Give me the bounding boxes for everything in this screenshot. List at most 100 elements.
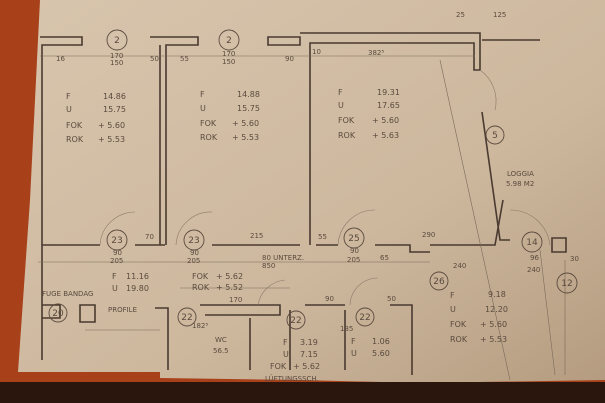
marker-22b: 22 — [286, 310, 306, 330]
plan-label: U — [66, 105, 72, 114]
plan-label: 14 — [526, 238, 538, 248]
plan-label: 90 — [190, 249, 199, 257]
plan-label: 170 — [110, 52, 123, 60]
plan-line — [257, 279, 286, 306]
plan-label: 56.5 — [213, 347, 229, 355]
plan-label: FOK — [450, 320, 467, 329]
plan-label: F — [66, 92, 71, 101]
plan-line — [40, 36, 83, 360]
plan-label: 205 — [347, 256, 360, 264]
plan-label: 14.86 — [103, 92, 126, 101]
plan-label: ROK — [450, 335, 468, 344]
marker-25: 25 — [343, 227, 365, 249]
wc-label: WC 56.5 — [213, 336, 229, 355]
plan-label: 382⁵ — [368, 49, 384, 57]
marker-circle — [106, 229, 128, 251]
plan-label: FOK — [66, 121, 83, 130]
plan-line — [337, 209, 376, 246]
notes: FUGE BANDAG PROFILE 80 UNTERZ. — [42, 254, 304, 314]
plan-label: F — [283, 338, 288, 347]
plan-label: 23 — [188, 236, 199, 246]
plan-label: 96 — [530, 254, 539, 262]
plan-label: ROK — [200, 133, 218, 142]
plan-label: 19.80 — [126, 284, 149, 293]
marker-circle — [218, 29, 240, 51]
plan-label: 20 — [52, 309, 64, 319]
walls — [38, 32, 567, 381]
plan-label: + 5.62 — [216, 272, 243, 281]
marker-circle — [343, 227, 365, 249]
plan-label: U — [338, 101, 344, 110]
plan-line — [42, 244, 430, 253]
plan-label: ROK — [66, 135, 84, 144]
plan-label: F — [112, 272, 117, 281]
marker-circle — [355, 307, 375, 327]
paper-sheet — [18, 0, 605, 383]
plan-label: 215 — [250, 232, 263, 240]
plan-label: 12.20 — [485, 305, 508, 314]
plan-label: 5.60 — [372, 349, 390, 358]
plan-label: 80 UNTERZ. — [262, 254, 304, 262]
plan-line — [479, 69, 497, 111]
plan-label: 5.98 M2 — [506, 180, 534, 188]
marker-circle — [286, 310, 306, 330]
plan-label: 55 — [318, 233, 327, 241]
plan-label: 90 — [113, 249, 122, 257]
plan-line — [40, 55, 511, 381]
plan-label: 23 — [111, 236, 122, 246]
plan-label: 11.16 — [126, 272, 149, 281]
loggia-label: LOGGIA 5.98 M2 — [506, 170, 534, 188]
room-markers: 2 2 5 23 23 25 14 12 26 20 22 22 22 — [48, 29, 578, 330]
plan-label: 240 — [527, 266, 540, 274]
plan-label: ROK — [338, 131, 356, 140]
plan-label: U — [351, 349, 357, 358]
plan-label: F — [338, 88, 343, 97]
plan-label: 90 — [325, 295, 334, 303]
plan-label: U — [450, 305, 456, 314]
plan-label: 290 — [422, 231, 435, 239]
plan-label: U — [283, 350, 289, 359]
plan-label: 2 — [226, 36, 232, 46]
plan-label: U — [200, 104, 206, 113]
plan-line — [300, 32, 481, 245]
plan-label: 2 — [114, 36, 120, 46]
plan-label: F — [200, 90, 205, 99]
plan-label: + 5.60 — [232, 119, 259, 128]
plan-label: 12 — [561, 279, 572, 289]
plan-label: 150 — [110, 59, 123, 67]
plan-label: 26 — [433, 277, 445, 287]
plan-label: 9.18 — [488, 290, 506, 299]
plan-label: FOK — [338, 116, 355, 125]
plan-label: 30 — [570, 255, 579, 263]
plan-label: 7.15 — [300, 350, 318, 359]
plan-line — [150, 36, 199, 245]
plan-label: + 5.52 — [216, 283, 243, 292]
plan-label: WC — [215, 336, 227, 344]
marker-12: 12 — [556, 272, 578, 294]
plan-label: 850 — [262, 262, 275, 270]
marker-22c: 22 — [355, 307, 375, 327]
plan-label: 125 — [493, 11, 506, 19]
plan-label: + 5.62 — [293, 362, 320, 371]
plan-label: LÜFTUNGSSCH. — [265, 374, 319, 383]
plan-label: 135 — [340, 325, 353, 333]
plan-label: 170 — [222, 50, 235, 58]
plan-label: 25 — [348, 234, 359, 244]
plan-line — [430, 199, 504, 246]
marker-22a: 22 — [177, 307, 197, 327]
plan-label: 65 — [380, 254, 389, 262]
plan-label: + 5.60 — [372, 116, 399, 125]
plan-label: 22 — [290, 316, 301, 326]
plan-line — [267, 36, 301, 46]
marker-23a: 23 — [106, 229, 128, 251]
plan-label: 25 — [456, 11, 465, 19]
plan-label: 150 — [222, 58, 235, 66]
marker-circle — [183, 229, 205, 251]
marker-2b: 2 — [218, 29, 240, 51]
plan-label: + 5.53 — [232, 133, 259, 142]
